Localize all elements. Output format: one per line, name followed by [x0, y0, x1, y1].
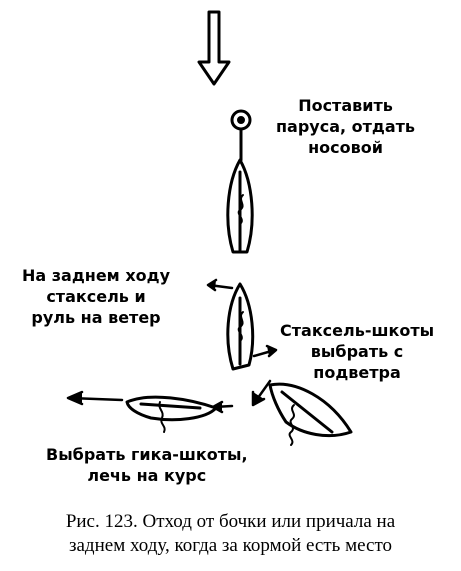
boat-at-buoy	[226, 158, 254, 254]
mooring-buoy	[230, 109, 252, 131]
caption-line1: Рис. 123. Отход от бочки или причала на	[65, 511, 396, 532]
boat-going-astern	[226, 282, 255, 371]
label-reverse-line3: руль на ветер	[31, 308, 161, 327]
diagonal-arrow	[251, 379, 272, 407]
figure-caption: Рис. 123. Отход от бочки или причала на …	[0, 510, 461, 558]
boat-on-course	[125, 395, 218, 433]
label-jib-sheets-line2: выбрать с	[310, 342, 404, 361]
label-jib-sheets-line3: подветра	[313, 363, 401, 382]
wind-arrow	[197, 10, 231, 86]
label-set-sails-line1: Поставить	[298, 96, 393, 115]
label-set-sails: Поставить паруса, отдать носовой	[276, 95, 415, 158]
label-jib-sheets: Стаксель-шкоты выбрать с подветра	[280, 320, 434, 383]
label-reverse-line1: На заднем ходу	[22, 266, 170, 285]
label-set-sails-line3: носовой	[308, 138, 383, 157]
label-main-sheets: Выбрать гика-шкоты, лечь на курс	[46, 444, 248, 486]
boat-turning	[268, 382, 353, 446]
label-jib-sheets-line1: Стаксель-шкоты	[280, 321, 435, 340]
course-arrow	[66, 390, 124, 406]
caption-line2: заднем ходу, когда за кормой есть место	[68, 535, 393, 556]
short-arrow-left	[206, 278, 234, 292]
label-set-sails-line2: паруса, отдать	[276, 117, 416, 136]
label-main-sheets-line2: лечь на курс	[87, 466, 207, 485]
label-reverse-line2: стаксель и	[46, 287, 146, 306]
small-arrow	[211, 400, 234, 414]
label-main-sheets-line1: Выбрать гика-шкоты,	[46, 445, 248, 464]
label-reverse: На заднем ходу стаксель и руль на ветер	[22, 265, 170, 328]
short-arrow-right	[252, 344, 278, 358]
